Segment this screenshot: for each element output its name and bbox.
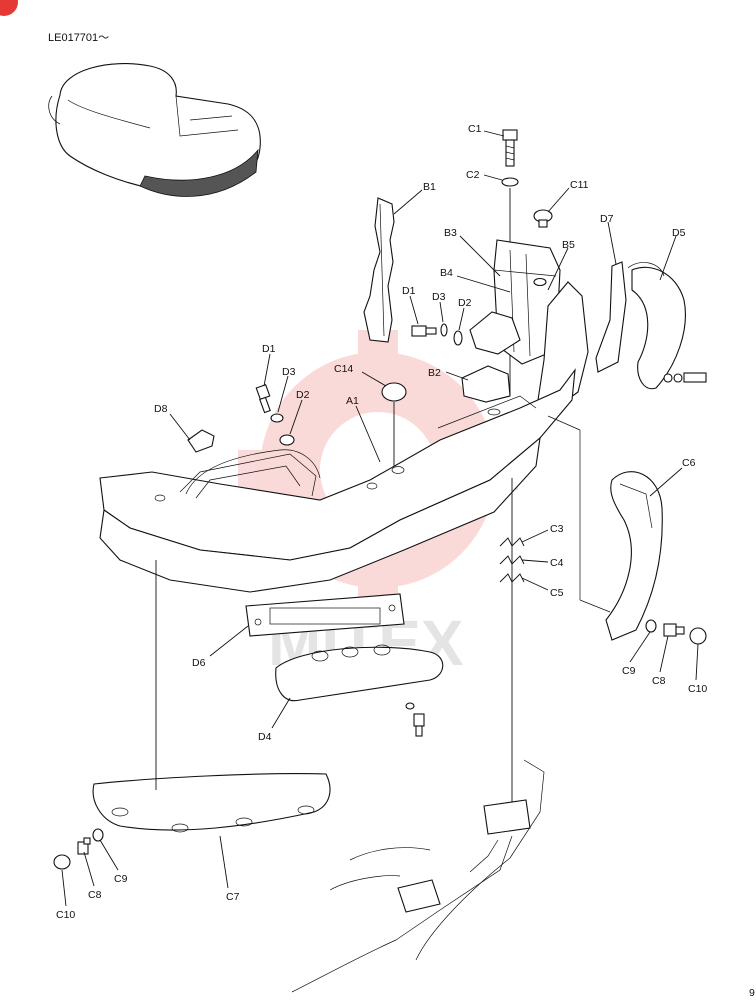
label-c10-right: C10 [688, 683, 707, 695]
label-a1: A1 [346, 395, 359, 407]
bolt-d5 [663, 372, 707, 383]
bolt-d4 [405, 702, 425, 737]
leader-lines [61, 130, 699, 907]
label-d1-left: D1 [262, 343, 276, 355]
machine-frame [291, 759, 545, 993]
knob-c14 [381, 382, 407, 466]
label-d1-top: D1 [402, 285, 416, 297]
cap-c11 [533, 209, 553, 228]
seat-overview-illustration [48, 63, 261, 197]
washer-d3-left [270, 413, 284, 423]
strap-c7 [92, 773, 331, 833]
bolt-d1-left [255, 383, 271, 414]
washer-c9-right [645, 619, 657, 633]
label-c3: C3 [550, 523, 564, 535]
label-c1: C1 [468, 123, 482, 135]
label-b1: B1 [423, 181, 436, 193]
label-d3-left: D3 [282, 366, 296, 378]
bracket-b2 [461, 365, 511, 403]
header-code: LE017701～ [48, 32, 109, 44]
label-b3: B3 [444, 227, 457, 239]
bolt-c8-left [77, 837, 91, 855]
side-cover-c6 [605, 471, 663, 641]
washer-d2-top [453, 330, 463, 346]
label-c9-left: C9 [114, 873, 128, 885]
cap-c10-left [53, 854, 71, 870]
washer-c9-left [92, 828, 104, 842]
label-d2-top: D2 [458, 297, 472, 309]
cover-d5 [631, 266, 686, 390]
label-c8-right: C8 [652, 675, 666, 687]
bolt-c1 [502, 129, 518, 167]
grip-d4 [275, 644, 444, 737]
label-c2: C2 [466, 169, 480, 181]
bracket-b4 [469, 311, 521, 355]
label-d7: D7 [600, 213, 614, 225]
label-b4: B4 [440, 267, 453, 279]
label-c14: C14 [334, 363, 353, 375]
label-d2-left: D2 [296, 389, 310, 401]
label-d3-top: D3 [432, 291, 446, 303]
bolt-d1-top [411, 325, 437, 337]
label-c4: C4 [550, 557, 564, 569]
label-c5: C5 [550, 587, 564, 599]
bolt-c8-right [663, 623, 685, 637]
corner-badge [0, 0, 18, 16]
label-c7: C7 [226, 891, 240, 903]
label-c6: C6 [682, 457, 696, 469]
label-d8: D8 [154, 403, 168, 415]
label-b2: B2 [428, 367, 441, 379]
label-c9-right: C9 [622, 665, 636, 677]
plate-d7 [595, 261, 627, 373]
clip-d8 [187, 429, 215, 453]
cap-c10-right [689, 627, 707, 645]
seat-side-b5 [537, 281, 589, 409]
washer-c2 [501, 177, 519, 187]
plate-d6 [245, 593, 405, 637]
seat-base-a1 [99, 368, 576, 593]
page-fragment: 9 [749, 987, 755, 999]
bracket-b1 [363, 197, 395, 343]
label-b5: B5 [562, 239, 575, 251]
washer-d2-left [279, 434, 295, 446]
label-d5: D5 [672, 227, 686, 239]
label-c11: C11 [570, 179, 589, 191]
label-d4: D4 [258, 731, 272, 743]
label-c10-left: C10 [56, 909, 75, 921]
label-d6: D6 [192, 657, 206, 669]
label-c8-left: C8 [88, 889, 102, 901]
washer-d3-top [440, 323, 448, 337]
